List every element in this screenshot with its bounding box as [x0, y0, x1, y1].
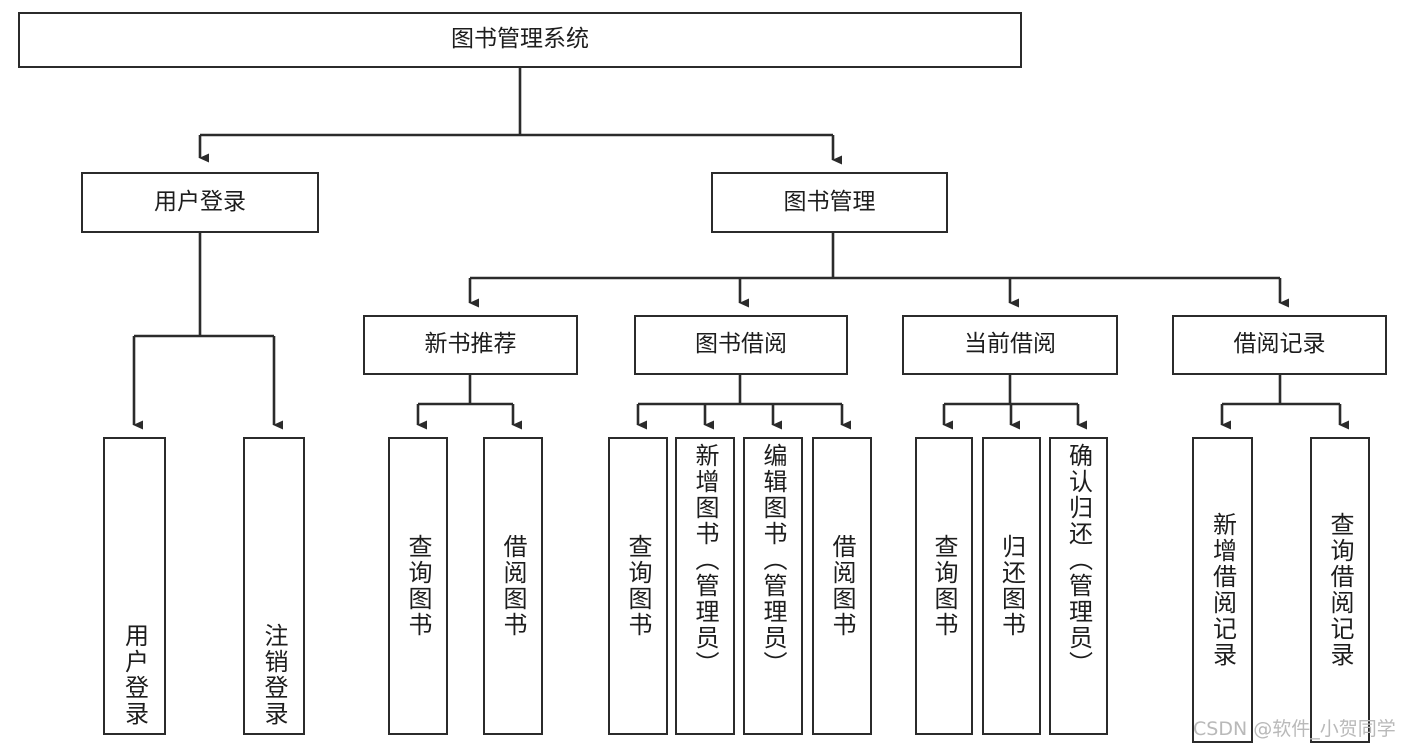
node-user-login[interactable]: 用户登录	[81, 172, 319, 233]
leaf-query-book-borrow[interactable]: 查询图书	[608, 437, 668, 735]
node-label: 确认归还（管理员）	[1064, 443, 1093, 677]
node-label: 借阅记录	[1233, 331, 1326, 358]
node-new-book-recommend[interactable]: 新书推荐	[363, 315, 578, 375]
leaf-add-book[interactable]: 新增图书（管理员）	[675, 437, 735, 735]
node-label: 新增图书（管理员）	[691, 443, 719, 677]
node-label: 新增借阅记录	[1208, 512, 1237, 668]
node-book-borrow[interactable]: 图书借阅	[634, 315, 848, 375]
node-book-management[interactable]: 图书管理	[711, 172, 948, 233]
leaf-user-login[interactable]: 用户登录	[103, 437, 166, 735]
leaf-confirm-return[interactable]: 确认归还（管理员）	[1049, 437, 1108, 735]
leaf-borrow-book-recommend[interactable]: 借阅图书	[483, 437, 543, 735]
node-label: 当前借阅	[964, 331, 1056, 358]
leaf-edit-book[interactable]: 编辑图书（管理员）	[743, 437, 803, 735]
node-label: 查询图书	[930, 534, 958, 638]
node-label: 用户登录	[120, 623, 149, 727]
leaf-borrow-book[interactable]: 借阅图书	[812, 437, 872, 735]
leaf-query-borrow-record[interactable]: 查询借阅记录	[1310, 437, 1370, 743]
leaf-query-book-recommend[interactable]: 查询图书	[388, 437, 448, 735]
node-label: 图书管理	[783, 188, 876, 215]
node-label: 查询图书	[624, 534, 652, 638]
leaf-query-book-current[interactable]: 查询图书	[915, 437, 973, 735]
node-label: 用户登录	[154, 188, 246, 215]
node-current-borrow[interactable]: 当前借阅	[902, 315, 1118, 375]
leaf-return-book[interactable]: 归还图书	[982, 437, 1041, 735]
leaf-add-borrow-record[interactable]: 新增借阅记录	[1192, 437, 1253, 743]
node-label: 归还图书	[997, 534, 1026, 638]
node-label: 借阅图书	[499, 534, 527, 638]
node-label: 借阅图书	[828, 534, 856, 638]
node-label: 新书推荐	[424, 331, 517, 358]
node-label: 注销登录	[260, 623, 288, 727]
node-label: 查询图书	[404, 534, 432, 638]
node-label: 编辑图书（管理员）	[759, 443, 787, 677]
node-label: 图书管理系统	[451, 26, 589, 53]
node-borrow-record[interactable]: 借阅记录	[1172, 315, 1387, 375]
node-label: 查询借阅记录	[1326, 512, 1354, 668]
csdn-watermark: CSDN @软件_小贺同学	[1193, 718, 1396, 740]
node-label: 图书借阅	[695, 331, 787, 358]
leaf-logout-login[interactable]: 注销登录	[243, 437, 305, 735]
node-root-book-management-system[interactable]: 图书管理系统	[18, 12, 1022, 68]
